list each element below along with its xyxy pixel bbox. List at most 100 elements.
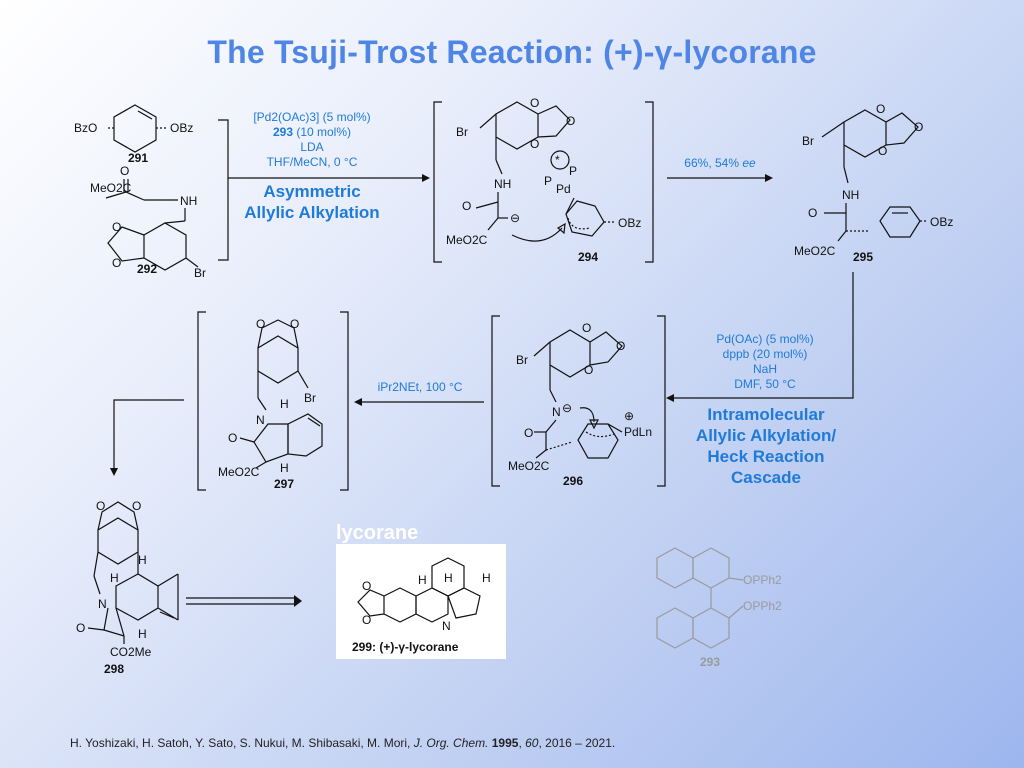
h-label: H	[138, 553, 147, 567]
condition-line: dppb (20 mol%)	[722, 347, 808, 361]
compound-label-292: 292	[137, 262, 158, 276]
nh-label: NH	[180, 194, 197, 208]
o-label: O	[530, 96, 539, 110]
o-label: O	[876, 102, 885, 116]
n-label: N	[552, 405, 561, 419]
reaction-name-line: Allylic Alkylation/	[695, 426, 837, 445]
watermark-text: lycorane	[336, 522, 419, 544]
condition-line: NaH	[752, 362, 777, 376]
n-label: N	[442, 619, 451, 633]
intermediate-294-structure: O O O Br NH O ⊖ MeO2C * P P Pd OBz	[433, 96, 654, 263]
meo2c-label: MeO2C	[508, 459, 550, 473]
ligand-293-structure: OPPh2 OPPh2	[656, 547, 782, 649]
reaction-arrow-step3	[666, 272, 854, 402]
meo2c-label: MeO2C	[794, 244, 836, 258]
reaction-arrow-step1	[218, 119, 430, 261]
condition-line: [Pd2(OAc)3] (5 mol%)	[253, 110, 371, 124]
h-label: H	[280, 461, 289, 475]
nh-label: NH	[842, 188, 859, 202]
step2-conditions: 66%, 54% ee	[668, 156, 772, 171]
o-label: O	[878, 144, 887, 158]
pd-label: Pd	[556, 182, 571, 196]
reaction-name-step1: Asymmetric Allylic Alkylation	[222, 181, 402, 223]
reaction-arrow-step2	[667, 174, 773, 182]
reaction-name-step3: Intramolecular Allylic Alkylation/ Heck …	[668, 404, 864, 488]
condition-line: Pd(OAc) (5 mol%)	[716, 332, 814, 346]
o-label: O	[362, 613, 371, 627]
compound-label-294: 294	[578, 250, 599, 264]
o-label: O	[228, 431, 237, 445]
o-label: O	[112, 256, 121, 270]
obz-label: OBz	[930, 215, 953, 229]
o-label: O	[112, 220, 121, 234]
condition-text: (10 mol%)	[293, 125, 352, 139]
reaction-name-line: Cascade	[731, 468, 801, 487]
br-label: Br	[194, 266, 206, 280]
p-label: P	[544, 174, 552, 188]
condition-line: 293 (10 mol%)	[232, 125, 392, 140]
step1-conditions: [Pd2(OAc)3] (5 mol%) 293 (10 mol%) LDA T…	[232, 110, 392, 170]
compound-299-structure: O O H H H N	[357, 557, 491, 633]
citation-volume: 60	[525, 736, 539, 750]
citation-year: 1995	[491, 736, 519, 750]
o-label: O	[120, 164, 129, 178]
product-299-box: O O H H H N 299: (+)-γ-lycorane	[336, 544, 506, 659]
reaction-name-line: Heck Reaction	[707, 447, 825, 466]
br-label: Br	[304, 391, 316, 405]
meo2c-label: MeO2C	[90, 181, 132, 195]
h-label: H	[138, 627, 147, 641]
reaction-arrow-final	[186, 595, 302, 607]
citation-pages: , 2016 – 2021.	[538, 736, 616, 750]
br-label: Br	[802, 134, 814, 148]
obz-label: OBz	[170, 121, 193, 135]
reaction-name-line: Asymmetric	[263, 182, 361, 201]
step4-conditions: iPr2NEt, 100 °C	[377, 380, 463, 394]
minus-charge: ⊖	[562, 401, 572, 415]
reaction-arrow-step5	[110, 399, 184, 476]
br-label: Br	[456, 125, 468, 139]
compound-291-292-structure: BzO OBz O MeO2C NH Br O O	[74, 104, 206, 280]
o-label: O	[584, 363, 593, 377]
meo2c-label: MeO2C	[218, 465, 260, 479]
citation-journal: J. Org. Chem.	[413, 736, 489, 750]
citation-authors: H. Yoshizaki, H. Satoh, Y. Sato, S. Nuku…	[70, 736, 414, 750]
minus-charge: ⊖	[510, 211, 520, 225]
o-label: O	[530, 137, 539, 151]
reaction-arrow-step4	[354, 398, 484, 406]
o-label: O	[132, 499, 141, 513]
obz-label: OBz	[618, 216, 641, 230]
condition-line: THF/MeCN, 0 °C	[266, 155, 358, 169]
o-label: O	[582, 321, 591, 335]
o-label: O	[566, 114, 575, 128]
h-label: H	[110, 571, 119, 585]
compound-label-299: 299: (+)-γ-lycorane	[352, 640, 459, 654]
compound-label-291: 291	[128, 151, 149, 165]
bzo-label: BzO	[74, 121, 97, 135]
o-label: O	[362, 579, 371, 593]
page-title: The Tsuji-Trost Reaction: (+)-γ-lycorane	[207, 34, 817, 70]
h-label: H	[482, 571, 491, 585]
catalyst-ref: 293	[272, 125, 293, 139]
condition-line: LDA	[300, 140, 324, 154]
o-label: O	[524, 426, 533, 440]
intermediate-296-structure: O O O Br N ⊖ O MeO2C PdLn ⊕	[491, 315, 666, 487]
n-label: N	[256, 413, 265, 427]
o-label: O	[290, 317, 299, 331]
plus-charge: ⊕	[624, 409, 634, 423]
h-label: H	[418, 573, 427, 587]
compound-295-structure: O O O Br NH O MeO2C OBz	[794, 102, 953, 258]
o-label: O	[96, 499, 105, 513]
o-label: O	[616, 339, 625, 353]
opph2-label: OPPh2	[743, 599, 782, 613]
p-label: P	[569, 164, 577, 178]
meo2c-label: MeO2C	[446, 233, 488, 247]
o-label: O	[76, 621, 85, 635]
compound-label-296: 296	[563, 474, 584, 488]
o-label: O	[808, 206, 817, 220]
o-label: O	[256, 317, 265, 331]
compound-label-293: 293	[700, 655, 721, 669]
pdln-label: PdLn	[624, 425, 652, 439]
yield-text: 66%, 54%	[684, 156, 743, 170]
compound-298-structure: O O N O CO2Me H H H	[76, 499, 179, 659]
step3-conditions: Pd(OAc) (5 mol%) dppb (20 mol%) NaH DMF,…	[690, 332, 840, 392]
